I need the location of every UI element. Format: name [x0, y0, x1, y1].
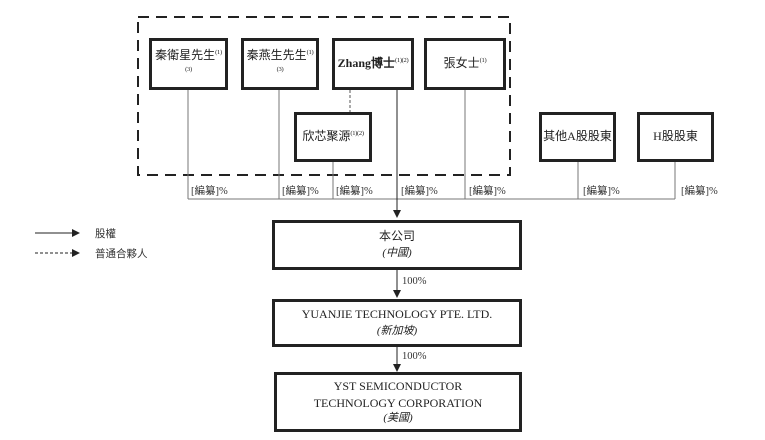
entity-name: 本公司 — [378, 229, 415, 244]
footnote: (1)(2) — [350, 130, 364, 138]
shareholder-name: 其他A股股東 — [543, 129, 612, 144]
pct-yuanjie-to-yst: 100% — [402, 351, 427, 362]
entity-jurisdiction: (美國) — [383, 411, 413, 424]
footnote: (1) — [479, 57, 487, 65]
shareholder-name: H股股東 — [653, 129, 698, 144]
footnote: (1)(2) — [395, 57, 409, 65]
entity-name: YUANJIE TECHNOLOGY PTE. LTD. — [301, 307, 493, 322]
pct-company-to-yuanjie: 100% — [402, 276, 427, 287]
legend-gp-label: 普通合夥人 — [95, 249, 148, 260]
shareholder-other-a: 其他A股股東 — [539, 112, 616, 162]
entity-yst: YST SEMICONDUCTOR TECHNOLOGY CORPORATION… — [274, 372, 522, 432]
entity-name-line2: TECHNOLOGY CORPORATION — [313, 395, 483, 410]
shareholder-qin-yansheng: 秦燕生先生(1)(3) — [241, 38, 319, 90]
entity-name-line1: YST SEMICONDUCTOR — [333, 379, 463, 394]
shareholder-qin-weixing: 秦衛星先生(1)(3) — [149, 38, 228, 90]
pct-other-a: [編纂]% — [583, 186, 620, 197]
pct-qin-yansheng: [編纂]% — [282, 186, 319, 197]
entity-yuanjie: YUANJIE TECHNOLOGY PTE. LTD. (新加坡) — [272, 299, 522, 347]
shareholder-name: 欣芯聚源 — [302, 129, 351, 144]
shareholder-name: 張女士 — [443, 56, 480, 71]
entity-company: 本公司 (中國) — [272, 220, 522, 270]
footnote: (1)(3) — [276, 48, 314, 73]
pct-h-share: [編纂]% — [681, 186, 718, 197]
shareholder-h-share: H股股東 — [637, 112, 714, 162]
legend-equity-label: 股權 — [95, 229, 116, 240]
entity-jurisdiction: (新加坡) — [376, 324, 418, 337]
shareholder-name: 秦燕生先生 — [246, 47, 307, 62]
shareholder-name: Zhang博士 — [337, 56, 395, 71]
shareholder-name: 秦衛星先生 — [155, 47, 216, 62]
pct-dr-zhang: [編纂]% — [401, 186, 438, 197]
pct-xinxin-juyuan: [編纂]% — [336, 186, 373, 197]
concert-party-boundary — [137, 16, 511, 176]
pct-ms-zhang: [編纂]% — [469, 186, 506, 197]
pct-qin-weixing: [編纂]% — [191, 186, 228, 197]
entity-jurisdiction: (中國) — [382, 246, 412, 259]
shareholder-dr-zhang: Zhang博士(1)(2) — [332, 38, 414, 90]
footnote: (1)(3) — [185, 48, 222, 73]
shareholder-xinxin-juyuan: 欣芯聚源(1)(2) — [294, 112, 372, 162]
shareholder-ms-zhang: 張女士(1) — [424, 38, 506, 90]
